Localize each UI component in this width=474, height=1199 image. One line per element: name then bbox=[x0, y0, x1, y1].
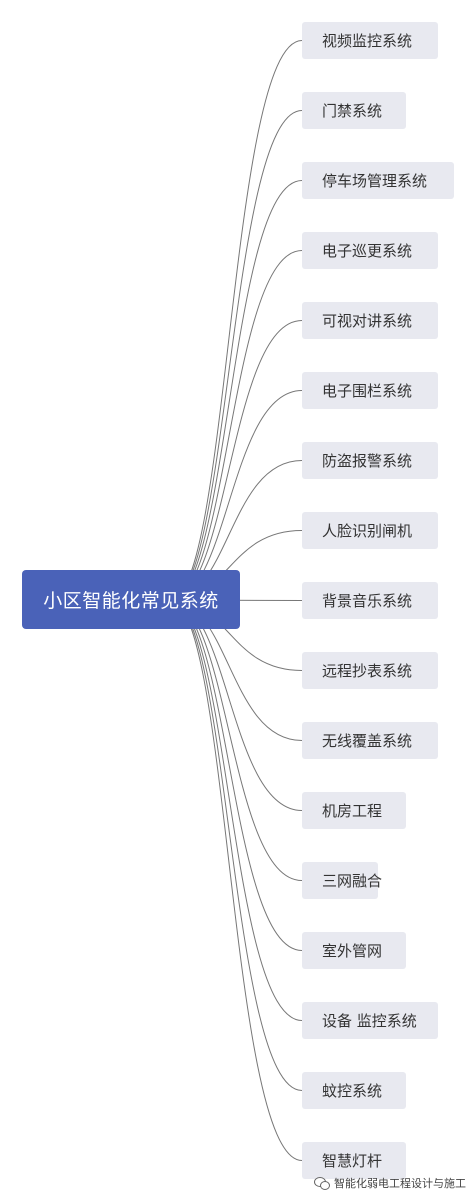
branch-node: 智慧灯杆 bbox=[302, 1142, 406, 1179]
branch-node: 设备 监控系统 bbox=[302, 1002, 438, 1039]
branch-label: 停车场管理系统 bbox=[322, 172, 428, 190]
branch-node: 人脸识别闸机 bbox=[302, 512, 438, 549]
branch-label: 防盗报警系统 bbox=[322, 452, 413, 470]
branch-node: 背景音乐系统 bbox=[302, 582, 438, 619]
root-label: 小区智能化常见系统 bbox=[43, 590, 219, 612]
branch-label: 蚊控系统 bbox=[322, 1082, 383, 1100]
connector-line bbox=[169, 110, 303, 601]
connector-line bbox=[169, 250, 303, 601]
branch-node: 蚊控系统 bbox=[302, 1072, 406, 1109]
branch-node: 三网融合 bbox=[302, 862, 382, 899]
branch-label: 三网融合 bbox=[322, 872, 383, 890]
branch-node: 视频监控系统 bbox=[302, 22, 438, 59]
branch-label: 室外管网 bbox=[322, 942, 383, 960]
branch-label: 门禁系统 bbox=[322, 102, 383, 120]
connector-line bbox=[169, 40, 303, 601]
branch-label: 机房工程 bbox=[322, 802, 383, 820]
watermark: 智能化弱电工程设计与施工 bbox=[314, 1175, 466, 1191]
connector-line bbox=[169, 599, 303, 951]
branch-node: 远程抄表系统 bbox=[302, 652, 438, 689]
connector-line bbox=[169, 180, 303, 601]
branch-node: 停车场管理系统 bbox=[302, 162, 454, 199]
connector-line bbox=[169, 390, 303, 601]
branch-label: 电子围栏系统 bbox=[322, 382, 413, 400]
branch-node: 电子围栏系统 bbox=[302, 372, 438, 409]
branch-node: 电子巡更系统 bbox=[302, 232, 438, 269]
connector-line bbox=[169, 599, 303, 1091]
connector-line bbox=[169, 599, 303, 811]
branch-label: 人脸识别闸机 bbox=[322, 522, 413, 540]
branch-node: 室外管网 bbox=[302, 932, 406, 969]
branch-label: 可视对讲系统 bbox=[322, 312, 413, 330]
branch-node: 无线覆盖系统 bbox=[302, 722, 438, 759]
branch-label: 智慧灯杆 bbox=[322, 1152, 383, 1170]
branch-label: 电子巡更系统 bbox=[322, 242, 413, 260]
branch-node: 防盗报警系统 bbox=[302, 442, 438, 479]
connector-line bbox=[169, 599, 303, 1161]
branch-label: 远程抄表系统 bbox=[322, 662, 413, 680]
branch-label: 背景音乐系统 bbox=[322, 592, 413, 610]
branch-node: 门禁系统 bbox=[302, 92, 406, 129]
connector-line bbox=[169, 599, 303, 1021]
wechat-icon bbox=[314, 1177, 330, 1190]
branch-label: 无线覆盖系统 bbox=[322, 732, 413, 750]
branch-node: 可视对讲系统 bbox=[302, 302, 438, 339]
branch-label: 视频监控系统 bbox=[322, 32, 413, 50]
watermark-text: 智能化弱电工程设计与施工 bbox=[334, 1177, 466, 1190]
root-node: 小区智能化常见系统 bbox=[22, 570, 240, 629]
branch-label: 设备 监控系统 bbox=[322, 1012, 417, 1030]
branch-node: 机房工程 bbox=[302, 792, 406, 829]
